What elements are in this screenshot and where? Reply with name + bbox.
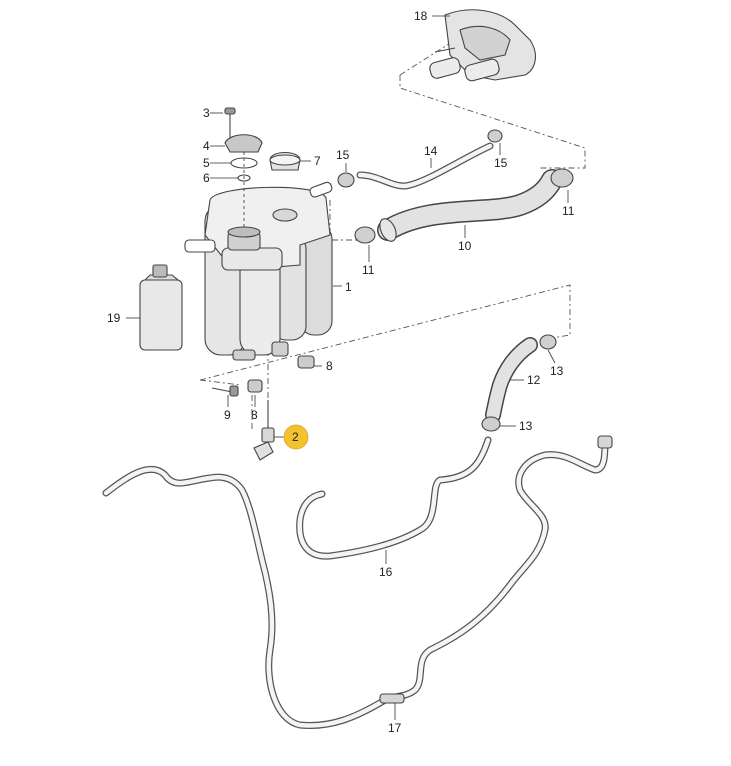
callout-16[interactable]: 16 <box>379 565 393 579</box>
callout-labels: 1 2 3 4 5 6 7 8 8 9 10 11 11 12 13 13 14… <box>107 9 575 735</box>
part-19-coolant-bottle <box>139 264 183 351</box>
callout-17[interactable]: 17 <box>388 721 402 735</box>
callout-4[interactable]: 4 <box>203 139 210 153</box>
part-10-coolant-hose <box>377 169 563 242</box>
part-11-clamps <box>354 168 574 244</box>
part-8-grommets <box>247 355 315 393</box>
leader-lines <box>126 15 569 720</box>
part-7-filler-cap <box>269 151 301 171</box>
part-2-level-sensor <box>253 400 275 461</box>
part-12-elbow-hose <box>485 337 538 423</box>
part-17-coolant-line <box>102 435 613 730</box>
callout-8-lower[interactable]: 8 <box>251 408 258 422</box>
callout-19[interactable]: 19 <box>107 311 121 325</box>
callout-15-left[interactable]: 15 <box>336 148 350 162</box>
part-15-clamps <box>337 129 503 188</box>
callout-13-upper[interactable]: 13 <box>550 364 564 378</box>
callout-14[interactable]: 14 <box>424 144 438 158</box>
callout-1[interactable]: 1 <box>345 280 352 294</box>
callout-15-right[interactable]: 15 <box>494 156 508 170</box>
callout-10[interactable]: 10 <box>458 239 472 253</box>
callout-9[interactable]: 9 <box>224 408 231 422</box>
callout-18[interactable]: 18 <box>414 9 428 23</box>
callout-12[interactable]: 12 <box>527 373 541 387</box>
part-18-bracket <box>429 9 536 82</box>
part-14-small-hose <box>356 142 494 190</box>
callout-5[interactable]: 5 <box>203 156 210 170</box>
part-13-clamps <box>481 334 557 432</box>
callout-2-highlight <box>283 424 309 450</box>
part-16-coolant-pipe <box>296 436 492 560</box>
callout-8-upper[interactable]: 8 <box>326 359 333 373</box>
part-1-expansion-tank <box>184 181 333 361</box>
part-9-bolt <box>211 385 239 397</box>
parts-3-to-6-cap-stack <box>224 107 263 230</box>
callout-7[interactable]: 7 <box>314 154 321 168</box>
callout-11-left[interactable]: 11 <box>362 263 375 277</box>
callout-3[interactable]: 3 <box>203 106 210 120</box>
callout-2[interactable]: 2 <box>292 430 299 444</box>
callout-11-right[interactable]: 11 <box>562 204 575 218</box>
callout-6[interactable]: 6 <box>203 171 210 185</box>
callout-13-lower[interactable]: 13 <box>519 419 533 433</box>
